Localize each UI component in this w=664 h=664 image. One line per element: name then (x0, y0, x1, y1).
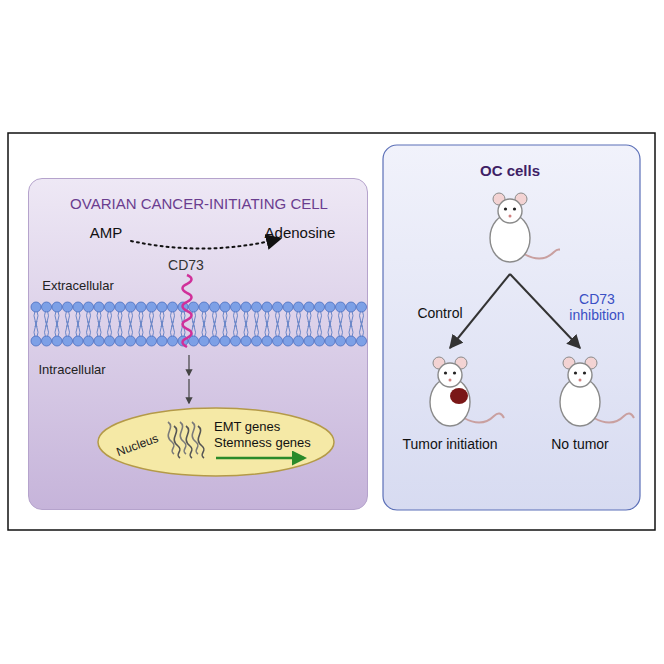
mouse-illustration (460, 188, 560, 268)
outer-frame (8, 133, 655, 530)
edge-label: CD73 inhibition (561, 291, 633, 323)
molecule-label: AMP (90, 224, 123, 241)
region-label: Extracellular (42, 279, 114, 294)
node-text: EMT genes (214, 420, 280, 435)
tumor-mass (450, 388, 468, 404)
cd73-protein (183, 275, 192, 347)
edge-label: Control (417, 305, 462, 321)
nucleus-ellipse: NucleusEMT genesStemness genes (96, 406, 336, 478)
node-heading: Tumor initiation (390, 436, 510, 452)
region-label: Intracellular (38, 363, 105, 378)
mouse-node: No tumor (520, 352, 640, 460)
right-panel (383, 145, 640, 510)
mouse-illustration (520, 352, 640, 432)
node-text: Stemness genes (214, 436, 311, 451)
node-heading: OVARIAN CANCER-INITIATING CELL (29, 195, 369, 212)
node-heading: OC cells (460, 162, 560, 179)
mouse-node: OC cells (460, 160, 560, 270)
molecule-label: Adenosine (265, 224, 336, 241)
protein-label: CD73 (168, 257, 204, 273)
node-heading: No tumor (520, 436, 640, 452)
mouse-illustration (390, 352, 510, 432)
mouse-node: Tumor initiation (390, 352, 510, 460)
